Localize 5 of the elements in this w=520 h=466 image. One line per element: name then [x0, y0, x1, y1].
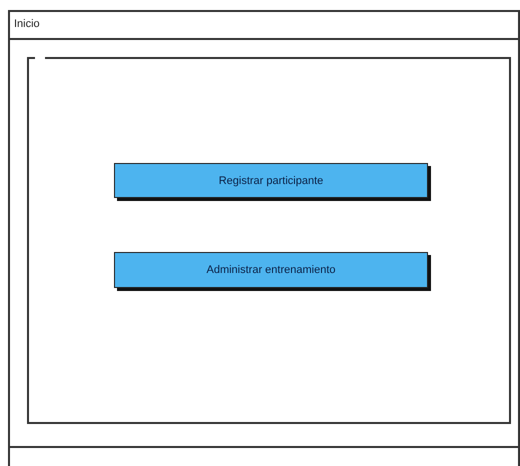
menu-button: Registrar participante: [114, 163, 428, 198]
app-window: [8, 10, 520, 466]
window-title: Inicio: [14, 18, 40, 30]
content-panel: [27, 57, 511, 424]
menu-button: Administrar entrenamiento: [114, 252, 428, 288]
